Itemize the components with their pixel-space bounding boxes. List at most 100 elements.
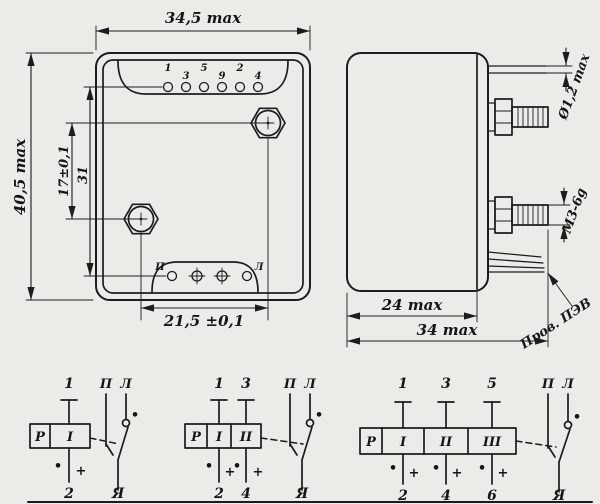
nut-facet-lines — [494, 110, 513, 124]
stud-nut — [494, 98, 513, 136]
thread-lines — [517, 204, 544, 226]
contact-label-right: Л — [119, 377, 132, 392]
polarity-dot: • — [233, 459, 241, 474]
lead-lines — [402, 401, 493, 429]
front-view: 1 3 5 9 2 4 П Л 34,5 max — [11, 9, 311, 330]
top-pin-slot — [117, 60, 289, 95]
pin-number: 5 — [201, 63, 208, 74]
winding-cell-label: I — [66, 430, 74, 445]
pin-number: 1 — [165, 63, 172, 74]
mechanical-link-dashed — [260, 437, 304, 445]
pin-number: 1 — [398, 376, 408, 392]
dim-width-label: 34,5 max — [165, 9, 242, 27]
threaded-stud-middle — [487, 196, 549, 234]
mechanical-link-dashed — [515, 440, 557, 448]
mechanical-link-dashed — [89, 437, 120, 445]
contact-terminal-circle — [305, 418, 315, 428]
bottom-pin-label-left: П — [154, 262, 165, 273]
stud-body — [511, 106, 549, 128]
stud-washer — [487, 200, 496, 230]
box-dividers — [381, 427, 469, 455]
contact-tip — [547, 445, 556, 458]
dim-bolt-span-label: 21,5 ±0,1 — [163, 312, 244, 330]
pin-hole — [241, 270, 253, 282]
polarity-dot: • — [478, 461, 486, 476]
lead-lines — [218, 399, 247, 425]
winding-cell-label: II — [439, 435, 453, 450]
extension-lines — [545, 65, 573, 74]
contact-label-left: П — [283, 377, 297, 392]
polarity-plus: + — [76, 464, 87, 479]
pin-number: 4 — [241, 486, 251, 502]
pin-number: 2 — [63, 486, 74, 502]
dim-height-label: 40,5 max — [11, 138, 29, 215]
polarity-dot: • — [315, 408, 323, 423]
armature-label: Я — [552, 488, 566, 504]
pin-number: 4 — [255, 71, 262, 82]
pin-number: 2 — [236, 63, 244, 74]
pin-hole — [234, 81, 246, 93]
stud-washer — [487, 102, 496, 132]
armature-blade — [558, 428, 571, 463]
bottom-pin-label-right: Л — [254, 262, 265, 273]
contact-label-right: Л — [303, 377, 316, 392]
schematic-three-windings: 1 3 5 Р I II III • + • + • + 2 4 6 П Л •… — [359, 376, 581, 504]
wire-leader-line — [547, 272, 573, 307]
thin-contact-pins — [487, 65, 547, 74]
extension-lines — [547, 204, 571, 226]
schematic-two-windings: 1 3 Р I II • + • + 2 4 П Л • Я — [184, 376, 323, 502]
pin-number: 1 — [214, 376, 224, 392]
polarity-dot: • — [205, 459, 213, 474]
pin-hole — [252, 81, 264, 93]
relay-cell-label: Р — [365, 435, 377, 450]
threaded-stud-upper — [487, 98, 549, 136]
contact-terminal-circle — [121, 418, 131, 428]
armature-blade — [117, 426, 129, 461]
nut-facet-lines — [494, 208, 513, 222]
polarity-dot: • — [131, 408, 139, 423]
polarity-plus: + — [253, 465, 264, 480]
bolt-center-dot — [139, 217, 143, 221]
contact-label-left: П — [541, 377, 555, 392]
winding-cell-label: I — [215, 430, 223, 445]
dim-body-depth-label: 24 max — [381, 296, 444, 314]
extension-lines — [83, 86, 167, 277]
polarity-plus: + — [452, 466, 463, 481]
extension-lines — [25, 52, 94, 301]
schematic-one-winding: 1 Р I • + 2 П Л • Я — [29, 376, 139, 502]
armature-label: Я — [295, 486, 309, 502]
armature-blade — [301, 426, 313, 461]
front-inner-outline — [102, 59, 304, 294]
contact-label-right: Л — [561, 377, 574, 392]
lead-lines — [402, 453, 493, 485]
polarity-plus: + — [498, 466, 509, 481]
polarity-dot: • — [54, 459, 62, 474]
relay-box — [29, 423, 91, 449]
pin-number: 4 — [441, 488, 451, 504]
pin-number: 1 — [64, 376, 74, 392]
polarity-dot: • — [389, 461, 397, 476]
dim-overall-depth-label: 34 max — [417, 321, 479, 339]
winding-cell-label: III — [482, 435, 502, 450]
ground-pin-cross-icon — [188, 267, 206, 285]
armature-label: Я — [111, 486, 125, 502]
pin-number: 9 — [219, 71, 226, 82]
side-view: Ø1,2 max М3-6g Пров. ПЭВ 24 max — [346, 47, 594, 353]
pin-number: 3 — [183, 71, 190, 82]
bolt-center-dot — [266, 121, 270, 125]
pin-hole — [162, 81, 174, 93]
box-dividers — [206, 423, 232, 449]
front-outer-outline — [95, 52, 311, 301]
winding-cell-label: II — [239, 430, 253, 445]
stud-nut — [494, 196, 513, 234]
pin-hole — [216, 81, 228, 93]
relay-box — [184, 423, 262, 449]
dim-pin-diameter-label: Ø1,2 max — [556, 52, 594, 123]
pin-number: 2 — [397, 488, 408, 504]
pin-number: 3 — [241, 376, 251, 392]
pin-number: 2 — [213, 486, 224, 502]
pin-hole — [180, 81, 192, 93]
contact-label-left: П — [99, 377, 113, 392]
pin-number: 6 — [487, 488, 497, 504]
